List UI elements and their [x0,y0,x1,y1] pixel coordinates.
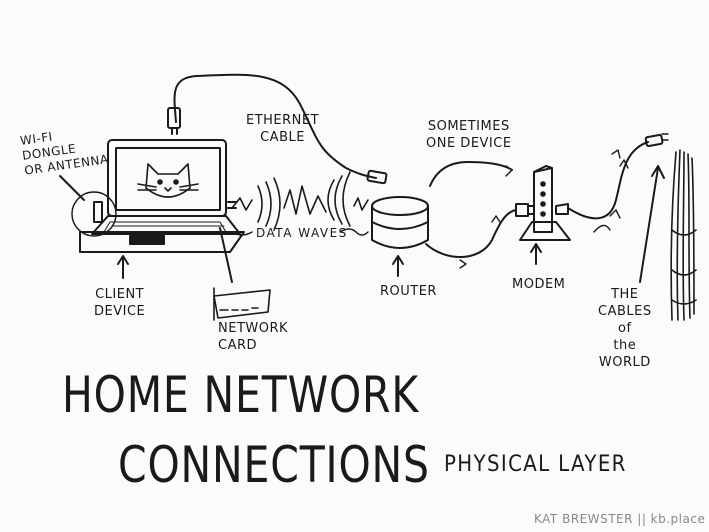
sometimes-label-line2: one device [426,136,512,151]
network-card-drawing [213,287,271,321]
sometimes-label-line1: Sometimes [427,119,510,134]
cables-label-line2: Cables [598,304,652,319]
cables-of-the-world-label: The Cables of the World [598,286,652,371]
wifi-antenna-icon [93,201,103,223]
cables-label-line5: World [598,355,651,370]
ethernet-cable-label: Ethernet Cable [246,112,319,146]
router-text: Router [380,284,437,299]
data-waves-label: Data Waves [256,225,348,242]
cables-label-line4: the [613,338,637,353]
cables-label-line3: of [618,321,632,336]
modem-drawing [519,165,571,241]
client-label-line2: Device [94,304,146,319]
cable-bundle-drawing [670,149,697,321]
router-label: Router [380,283,437,300]
router-drawing [371,196,429,249]
network-card-label: Network Card [218,320,288,354]
laptop-drawing [71,139,245,253]
title-line-1: Home Network [62,366,420,424]
client-label-line1: Client [95,287,145,302]
sometimes-one-device-label: Sometimes one device [426,118,512,152]
network-card-label-line1: Network [218,321,289,336]
cables-label-line1: The [611,287,639,302]
credit: KAT BREWSTER || kb.place [534,512,706,526]
modem-text: Modem [512,277,566,292]
title-line-2: Connections [118,436,430,494]
network-card-label-line2: Card [218,338,258,353]
data-waves-text: Data Waves [256,226,348,240]
client-device-label: Client Device [94,286,145,320]
modem-label: Modem [512,276,565,293]
ethernet-label-line1: Ethernet [246,113,320,128]
subtitle: Physical Layer [444,452,627,477]
cat-face-icon [137,163,199,198]
ethernet-label-line2: Cable [260,130,305,145]
